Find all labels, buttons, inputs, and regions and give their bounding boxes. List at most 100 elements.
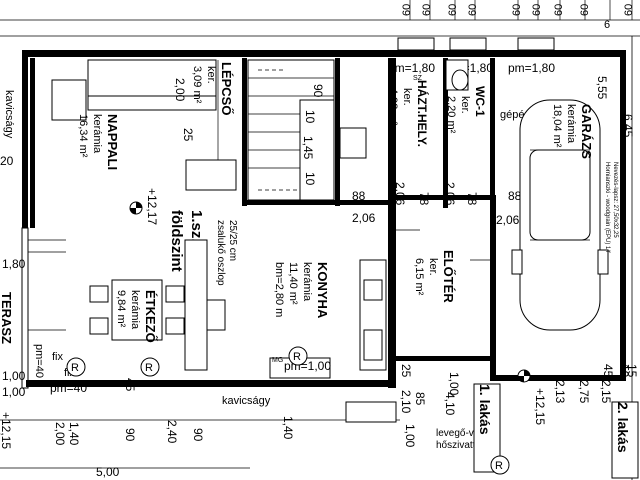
mid-dim-45: 45 xyxy=(601,364,615,378)
dim-206d: 2,06 xyxy=(352,211,376,225)
eloter-material: ker. xyxy=(427,258,439,276)
dim-206a: 2,06 xyxy=(393,182,407,206)
dim-top-1: 60 xyxy=(401,4,413,16)
pm-180-3: pm=1,80 xyxy=(508,61,555,75)
room-nappali: NAPPALI kerámia 16,34 m² xyxy=(77,114,120,170)
level-1217-text: +12,17 xyxy=(145,188,159,225)
dim-206c: 2,06 xyxy=(496,213,520,227)
top-windows: pm=1,80 pm=1,80 pm=1,80 SZ xyxy=(388,37,555,82)
garazs-material: kerámia xyxy=(565,104,577,144)
etkezo-name: ÉTKEZŐ xyxy=(143,290,158,343)
mid-dim-25: 25 xyxy=(399,364,413,378)
mid-dim-410: 4,10 xyxy=(443,392,457,416)
lepcso-name: LÉPCSŐ xyxy=(219,62,234,115)
dim-78b: 78 xyxy=(465,192,479,206)
haztartasi-area: 4,98 m² xyxy=(387,88,399,126)
dim-top-7: 60 xyxy=(553,4,565,16)
lepcso-dim-25: 25 xyxy=(181,128,195,142)
left-dim-100a: 1,00 xyxy=(2,369,26,383)
dim-88a: 88 xyxy=(352,189,366,203)
left-dim-180: 1,80 xyxy=(2,257,26,271)
dim-645: 6,45 xyxy=(621,114,635,138)
bottom-dim-90b: 90 xyxy=(191,428,205,442)
kitchen-furniture: MG KONYHA kerámia 11,40 m² bm=2,80 m pm=… xyxy=(269,259,387,379)
bottom-dim-edge: 5,00 xyxy=(96,465,120,479)
floor-sub-text: földszint xyxy=(168,210,185,272)
column-note-1: 25/25 cm xyxy=(227,220,238,261)
stair-dim-145: 1,45 xyxy=(301,136,315,160)
dim-top-3: 60 xyxy=(447,4,459,16)
left-annotations: kavicságy 20 1,80 TERASZ 1,00 1,00 +12,1… xyxy=(0,90,87,449)
dim-top-8: 60 xyxy=(579,4,591,16)
dim-top-9: 60 xyxy=(623,4,635,16)
left-dim-100b: 1,00 xyxy=(2,385,26,399)
staircase: 90 10 1,45 10 xyxy=(247,59,367,201)
bottom-dim-90a: 90 xyxy=(123,428,137,442)
wc-area: 2,20 m² xyxy=(445,96,457,134)
level-1215-left: +12,15 xyxy=(0,412,13,449)
dining-furniture: ÉTKEZŐ kerámia 9,84 m² xyxy=(89,239,226,371)
dim-78a: 78 xyxy=(417,192,431,206)
etkezo-area: 9,84 m² xyxy=(115,290,127,328)
side-note-1: Hornianszki - woodgrain (EPU) 1/f xyxy=(604,162,610,253)
mid-dim-85: 85 xyxy=(413,392,427,406)
level-marker-right xyxy=(517,369,531,383)
konyha-material: kerámia xyxy=(301,262,313,302)
level-1215-right: +12,15 xyxy=(533,388,547,425)
mg-label: MG xyxy=(272,357,283,364)
nappali-material: kerámia xyxy=(91,114,103,154)
sz-label: SZ xyxy=(413,75,423,82)
r-marker-1: R xyxy=(71,362,79,374)
top-dimension-line: 60 60 60 60 60 60 60 60 6 60 xyxy=(0,0,640,37)
etkezo-material: kerámia xyxy=(129,290,141,330)
mid-dim-100b: 1,00 xyxy=(403,424,417,448)
wc-name: WC-1 xyxy=(473,86,487,117)
levego-1: levegő-v xyxy=(436,428,474,439)
stair-dim-10a: 10 xyxy=(303,110,317,124)
bottom-dims: kavicságy 45 1,40 90 2,40 90 1,40 2,00 5… xyxy=(0,378,400,479)
garage: GARÁZS kerámia 18,04 m² xyxy=(511,99,609,331)
stair-dim-90: 90 xyxy=(311,84,325,98)
lakas-1: 1. lakás xyxy=(477,384,493,435)
dim-215: 2,15 xyxy=(599,380,613,404)
r-marker-3: R xyxy=(293,351,301,363)
mid-dim-210: 2,10 xyxy=(399,390,413,414)
nappali-name: NAPPALI xyxy=(105,114,120,170)
level-marker-1217: +12,17 xyxy=(129,188,159,225)
garazs-area: 18,04 m² xyxy=(551,104,563,148)
lepcso-dim-200: 2,00 xyxy=(173,78,187,102)
living-room-furniture xyxy=(51,59,237,191)
dim-top-upper: 6 xyxy=(604,19,610,31)
pm-40-1: pm=40 xyxy=(33,344,45,378)
lepcso-area: 3,09 m² xyxy=(191,66,203,104)
r-marker-2: R xyxy=(145,362,153,374)
left-dim-20: 20 xyxy=(0,154,14,168)
dim-top-2: 60 xyxy=(421,4,433,16)
mid-dim-15: 15 xyxy=(625,364,639,378)
kavicsagy-left: kavicságy xyxy=(3,90,15,139)
konyha-ceiling: bm=2,80 m xyxy=(273,262,285,317)
pm-180-1: pm=1,80 xyxy=(388,61,435,75)
middle-dims: 88 2,06 78 2,06 78 88 2,06 2,06 xyxy=(352,182,522,227)
bottom-dim-140a: 1,40 xyxy=(67,422,81,446)
stair-dim-10b: 10 xyxy=(303,172,317,186)
bottom-dim-240: 2,40 xyxy=(165,420,179,444)
room-lepcso: LÉPCSŐ ker. 3,09 m² 2,00 25 xyxy=(173,62,234,142)
eloter-area: 6,15 m² xyxy=(413,258,425,296)
left-dim-200: 2,00 xyxy=(53,422,67,446)
r-marker-4: R xyxy=(495,460,503,472)
column-note-2: zsalukő oszlop xyxy=(215,220,226,286)
eloter-name: ELŐTÉR xyxy=(441,250,456,303)
walls xyxy=(21,50,626,389)
r-markers: R R R R xyxy=(66,346,510,475)
dim-top-6: 60 xyxy=(531,4,543,16)
bottom-dim-45: 45 xyxy=(123,378,137,392)
wc-material: ker. xyxy=(459,96,471,114)
fix-1: fix xyxy=(52,351,64,363)
kavicsagy-bottom: kavicságy xyxy=(222,395,271,407)
utility-and-wc: HÁZT.HELY. ker. 4,98 m² WC-1 ker. 2,20 m… xyxy=(387,59,545,147)
dim-213: 2,13 xyxy=(553,380,567,404)
haztartasi-material: ker. xyxy=(401,88,413,106)
dim-555: 5,55 xyxy=(595,76,609,100)
